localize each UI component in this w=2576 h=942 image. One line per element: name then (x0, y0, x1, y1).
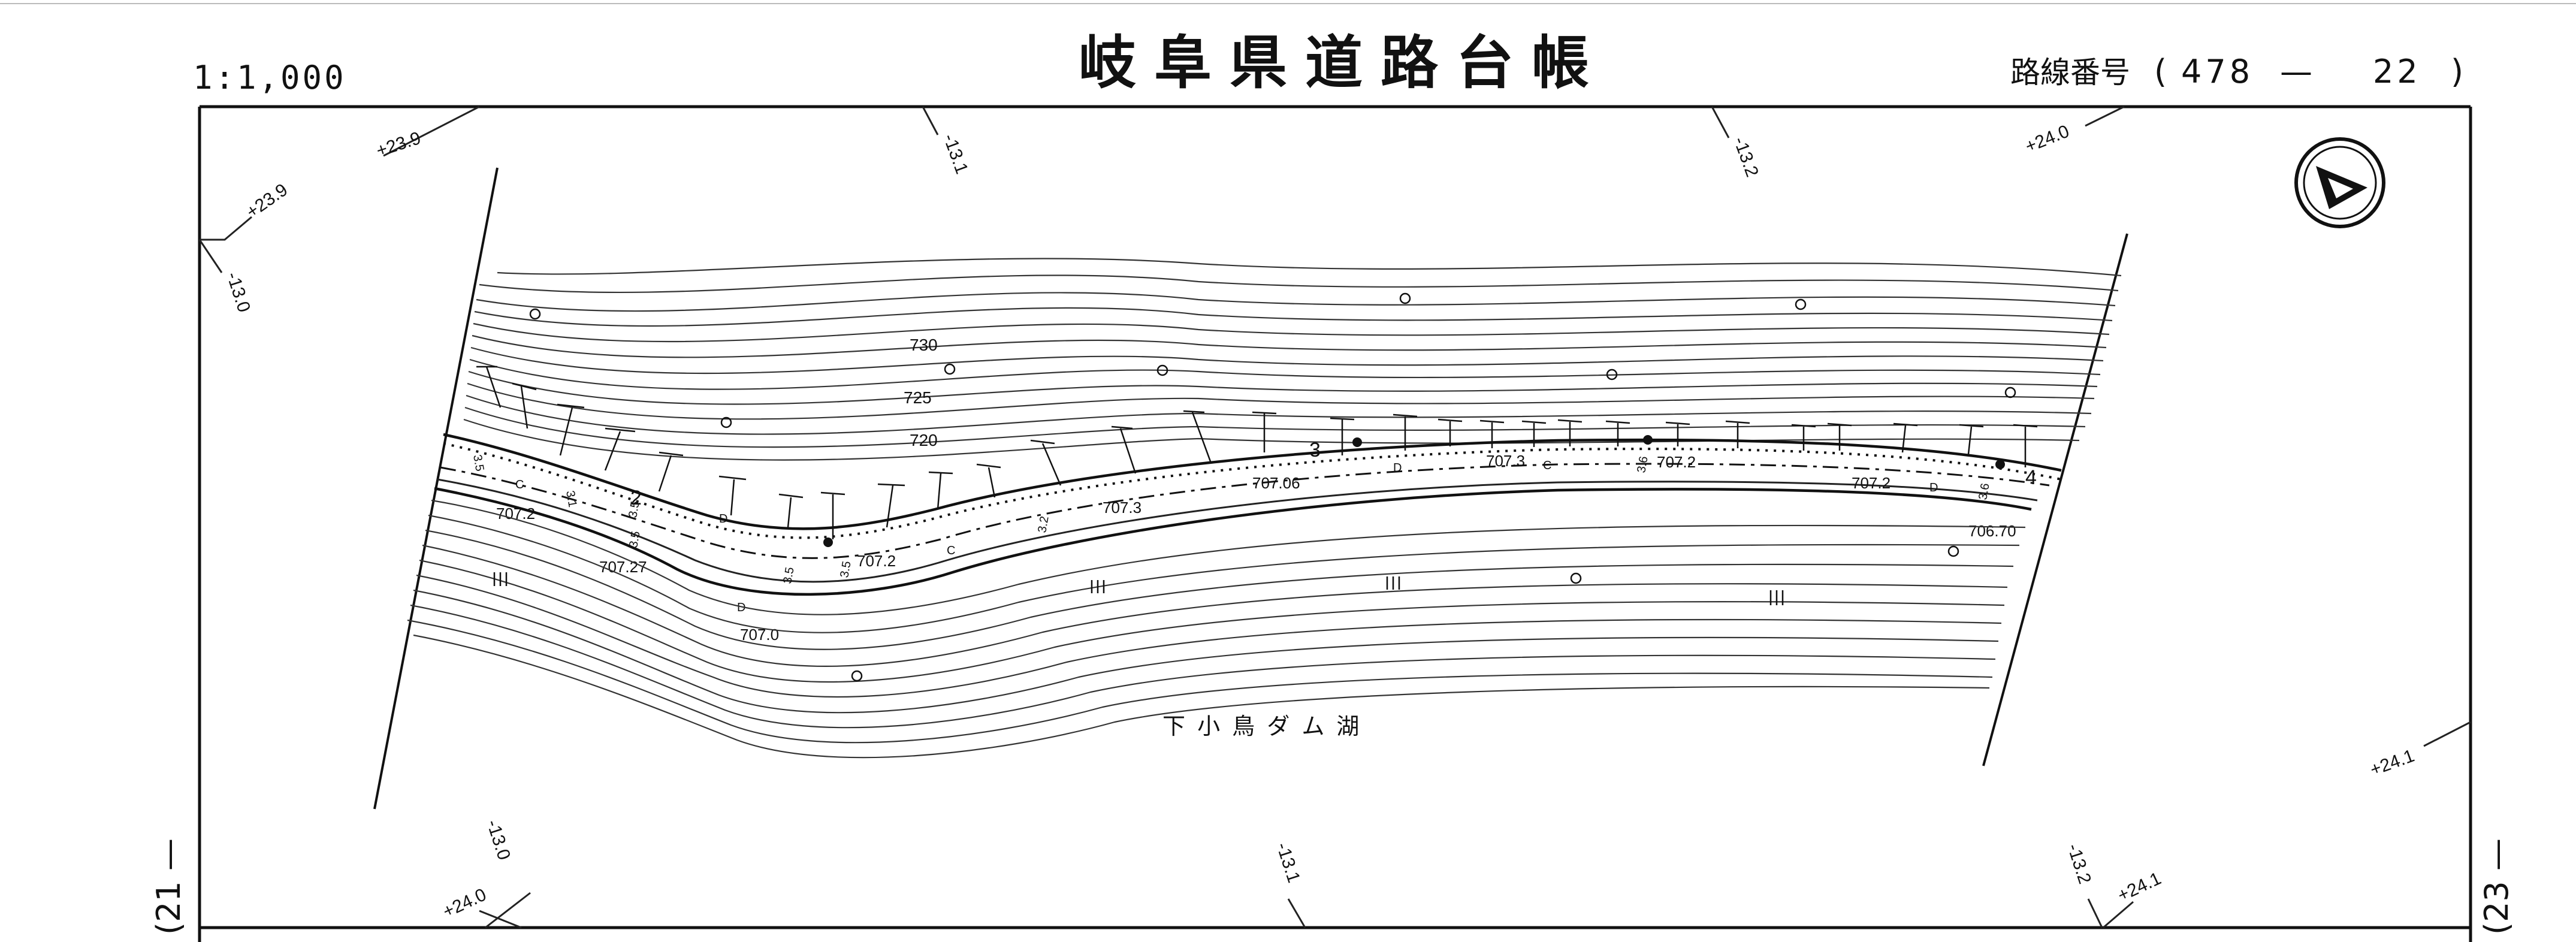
station-number: 3 (1309, 439, 1321, 461)
grid-tick (2423, 721, 2471, 747)
benchmarks (823, 435, 2005, 547)
contour-label: 730 (910, 336, 938, 354)
coord-label-bottom: -13.0 (482, 817, 514, 862)
station-number: 2 (630, 487, 642, 509)
route-open-paren: ( (2154, 53, 2170, 90)
elevation-label: 707.06 (1252, 474, 1300, 492)
grid-tick (200, 216, 252, 241)
contour-flags (493, 572, 1784, 605)
road-symbol: D (737, 601, 745, 614)
elevation-label: 707.3 (1486, 452, 1525, 470)
sheet-boundary-right (1982, 233, 2128, 766)
elevation-label: 707.3 (1103, 499, 1141, 517)
elevation-label: 706.70 (1968, 522, 2016, 540)
elevation-label: 707.2 (857, 552, 896, 570)
road-symbol: D (719, 512, 727, 526)
road-symbol: C (1543, 459, 1551, 472)
coord-label-bottom: -13.2 (2063, 841, 2095, 886)
grid-tick (198, 239, 223, 273)
slope-hachures (476, 366, 2038, 539)
coord-label-top: -13.2 (1729, 134, 1762, 180)
page-title: 岐阜県道路台帳 (1079, 29, 1607, 96)
road-width-label: 3.5 (470, 454, 486, 472)
elevation-label: 707.2 (1852, 474, 1891, 492)
coord-label-left: +23.9 (243, 180, 291, 222)
contours-lower (407, 499, 2026, 759)
lake-label: 下 小 鳥 ダ ム 湖 (1162, 713, 1361, 739)
spot-markers-lower (851, 545, 1959, 682)
grid-tick (1711, 106, 1730, 138)
station-number: 4 (2025, 466, 2037, 489)
north-arrow-icon (2294, 137, 2385, 228)
coord-label-top: +24.0 (2022, 121, 2072, 156)
grid-tick (479, 910, 522, 929)
route-number: 478 (2181, 53, 2254, 90)
route-dash: — (2280, 53, 2316, 90)
scale-label: 1:1,000 (193, 59, 346, 96)
road-width-label: 3.1 (563, 490, 579, 508)
grid-tick (2103, 901, 2134, 929)
coord-label-top: -13.1 (939, 131, 971, 177)
road-width-label: 3.5 (781, 566, 796, 585)
grid-tick (2087, 898, 2103, 928)
route-label: 路線番号 (2010, 55, 2130, 90)
grid-tick (922, 106, 939, 135)
road-width-label: 3.5 (627, 530, 642, 549)
contour-label: 720 (910, 431, 938, 449)
road-symbol: C (947, 544, 955, 557)
road-symbol: C (515, 478, 524, 491)
elevation-label: 707.2 (1657, 453, 1696, 471)
road-width-label: 3.5 (626, 500, 642, 519)
grid-tick (383, 105, 480, 157)
road-symbol: D (1393, 461, 1402, 475)
coord-label-left: -13.0 (222, 270, 254, 315)
grid-tick (2085, 105, 2125, 127)
road-width-label: 3.5 (838, 560, 853, 579)
road-width-label: 3.6 (1635, 455, 1650, 474)
coord-label-right: +24.1 (2367, 746, 2417, 780)
contours-upper (463, 258, 2122, 461)
route-close-paren: ) (2451, 53, 2467, 90)
grid-tick (1287, 898, 1306, 928)
coord-label-bottom: +24.1 (2115, 868, 2164, 905)
contour-label: 725 (904, 388, 932, 407)
road-width-label: 3.6 (1976, 482, 1992, 501)
road-width-label: 3.2 (1035, 515, 1051, 534)
road-symbol: D (1929, 481, 1938, 494)
adjacent-sheet-right: (23 — (2478, 838, 2515, 935)
road (434, 433, 2062, 596)
coord-label-bottom: -13.1 (1272, 840, 1304, 885)
elevation-label: 707.27 (599, 558, 647, 576)
grid-tick (485, 892, 531, 929)
coord-label-bottom: +24.0 (440, 884, 490, 922)
coord-label-top: +23.9 (374, 128, 423, 161)
adjacent-sheet-left: (21 — (150, 838, 188, 935)
sheet-number: 22 (2373, 53, 2421, 90)
spot-markers-upper (529, 292, 2016, 428)
